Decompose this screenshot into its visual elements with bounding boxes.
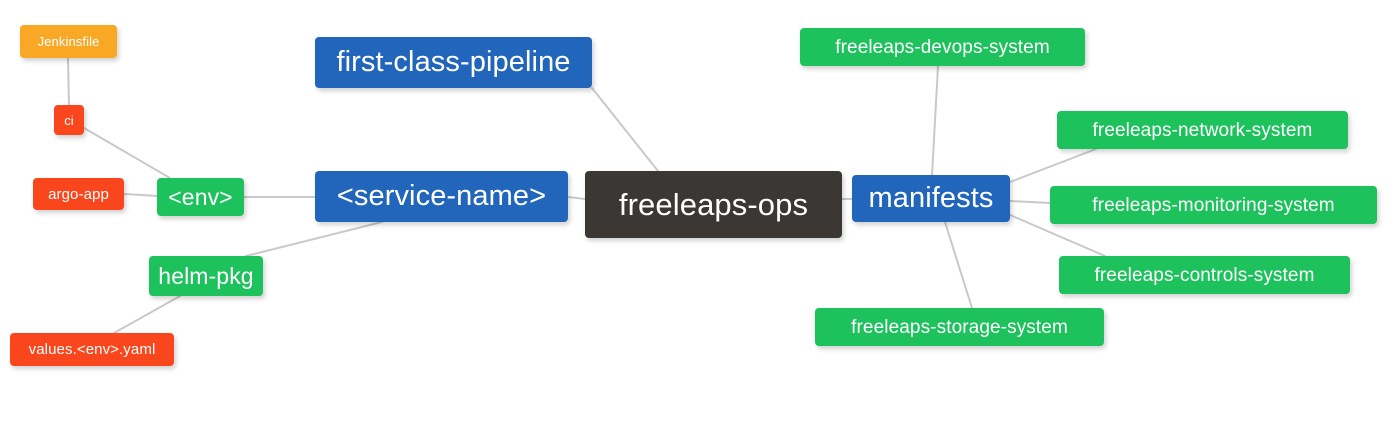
node-label-freeleaps-devops-system: freeleaps-devops-system — [835, 36, 1050, 58]
edge-values-env-yaml-to-helm-pkg — [113, 295, 181, 334]
node-label-freeleaps-ops: freeleaps-ops — [618, 187, 809, 222]
node-label-values-env-yaml: values.<env>.yaml — [28, 341, 156, 358]
mindmap-node-ci[interactable]: ci — [54, 105, 84, 135]
node-label-freeleaps-monitoring-system: freeleaps-monitoring-system — [1092, 194, 1335, 216]
node-label-freeleaps-controls-system: freeleaps-controls-system — [1094, 264, 1315, 286]
node-label-ci: ci — [64, 112, 74, 128]
node-label-jenkinsfile: Jenkinsfile — [37, 34, 100, 49]
mindmap-node-freeleaps-network-system[interactable]: freeleaps-network-system — [1057, 111, 1348, 149]
node-label-argo-app: argo-app — [48, 185, 109, 203]
edge-manifests-to-freeleaps-storage-system — [944, 221, 973, 309]
edge-manifests-to-freeleaps-network-system — [1009, 148, 1097, 183]
mindmap-node-values-env-yaml[interactable]: values.<env>.yaml — [10, 333, 174, 366]
edge-jenkinsfile-to-ci — [67, 57, 70, 106]
edge-manifests-to-freeleaps-devops-system — [931, 65, 939, 176]
node-label-first-class-pipeline: first-class-pipeline — [336, 46, 571, 78]
node-label-freeleaps-storage-system: freeleaps-storage-system — [851, 316, 1068, 338]
edge-ci-to-env — [83, 127, 171, 179]
node-label-helm-pkg: helm-pkg — [158, 262, 254, 289]
mindmap-node-jenkinsfile[interactable]: Jenkinsfile — [20, 25, 117, 58]
edge-service-name-to-freeleaps-ops — [567, 196, 586, 200]
mindmap-node-freeleaps-ops[interactable]: freeleaps-ops — [585, 171, 842, 238]
edge-argo-app-to-env — [123, 193, 158, 197]
mindmap-node-helm-pkg[interactable]: helm-pkg — [149, 256, 263, 296]
mindmap-node-env[interactable]: <env> — [157, 178, 244, 216]
mindmap-node-freeleaps-storage-system[interactable]: freeleaps-storage-system — [815, 308, 1104, 346]
mindmap-node-argo-app[interactable]: argo-app — [33, 178, 124, 210]
mindmap-node-service-name[interactable]: <service-name> — [315, 171, 568, 222]
edge-first-class-pipeline-to-freeleaps-ops — [591, 87, 659, 172]
mindmap-node-first-class-pipeline[interactable]: first-class-pipeline — [315, 37, 592, 88]
edge-helm-pkg-to-service-name — [245, 221, 383, 257]
node-label-manifests: manifests — [868, 182, 994, 214]
node-label-freeleaps-network-system: freeleaps-network-system — [1092, 119, 1313, 141]
mindmap-node-manifests[interactable]: manifests — [852, 175, 1010, 222]
mindmap-node-freeleaps-monitoring-system[interactable]: freeleaps-monitoring-system — [1050, 186, 1377, 224]
mindmap-node-freeleaps-controls-system[interactable]: freeleaps-controls-system — [1059, 256, 1350, 294]
mindmap-node-freeleaps-devops-system[interactable]: freeleaps-devops-system — [800, 28, 1085, 66]
node-label-env: <env> — [168, 183, 233, 210]
edge-manifests-to-freeleaps-monitoring-system — [1009, 200, 1051, 204]
node-label-service-name: <service-name> — [336, 180, 547, 212]
